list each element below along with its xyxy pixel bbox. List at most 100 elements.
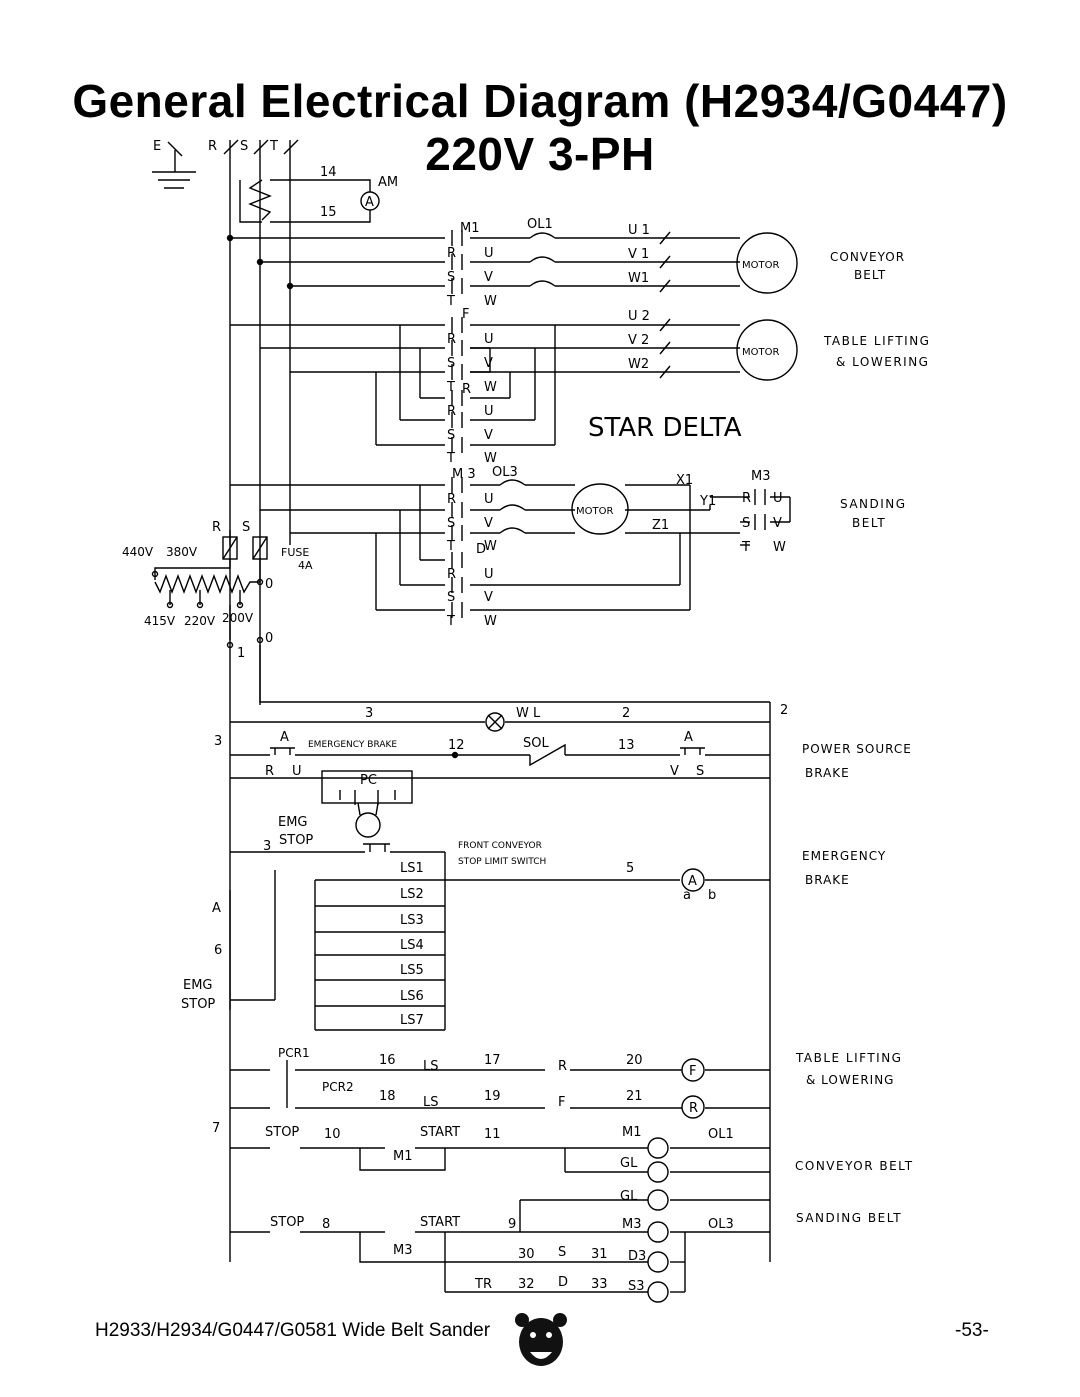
sanding-label-1: SANDING <box>840 497 907 511</box>
table-v1: V <box>484 356 493 371</box>
label-e: E <box>153 139 161 154</box>
conveyor-label-2: BELT <box>854 268 886 282</box>
sanding-s2: S <box>447 590 455 605</box>
coil-m3: M3 <box>622 1217 642 1232</box>
pc-r: R <box>265 764 274 779</box>
sanding-x1: X1 <box>676 473 693 488</box>
node-11: 11 <box>484 1127 501 1142</box>
sanding-d: D <box>476 542 486 557</box>
sanding-z1: Z1 <box>652 518 669 533</box>
conveyor-motor <box>736 232 798 294</box>
coil-a-small: a <box>683 888 691 903</box>
sanding-s: S <box>447 516 455 531</box>
tap-0-a: 0 <box>265 577 273 592</box>
node-21: 21 <box>626 1089 643 1104</box>
sanding-w2: W <box>484 614 497 629</box>
footer-page-number: -53- <box>955 1320 989 1341</box>
conveyor-v: V <box>484 270 493 285</box>
tap-0-b: 0 <box>265 631 273 646</box>
brake-label-1: BRAKE <box>805 766 850 780</box>
transformer <box>151 530 268 1262</box>
table-lowering-label: & LOWERING <box>806 1073 894 1087</box>
label-t: T <box>269 139 278 154</box>
conveyor-power-lines <box>226 230 740 294</box>
table-r2: R <box>447 404 456 419</box>
lamp-gl1: GL <box>620 1156 638 1171</box>
table-w2: W <box>484 451 497 466</box>
conveyor-stop-label: STOP <box>265 1125 299 1140</box>
node-2-top: 2 <box>622 706 630 721</box>
coil-f: F <box>689 1064 696 1079</box>
sanding-right-r: R <box>742 491 751 506</box>
ls-contact-a: LS <box>423 1059 439 1074</box>
tap-440v: 440V <box>122 545 154 559</box>
table-w1: W <box>484 380 497 395</box>
pcr1-label: PCR1 <box>278 1046 310 1060</box>
node-30: 30 <box>518 1247 535 1262</box>
table-r-mid: R <box>462 382 471 397</box>
coil-a: A <box>688 874 697 889</box>
sanding-t: T <box>446 539 455 554</box>
pc-label: PC <box>360 773 377 788</box>
label-s: S <box>240 139 248 154</box>
emergency-brake-label: EMERGENCY BRAKE <box>308 740 397 750</box>
current-transformer <box>239 179 380 223</box>
table-label-1: TABLE LIFTING <box>823 334 930 348</box>
sanding-r2: R <box>447 567 456 582</box>
sanding-right-w: W <box>773 540 786 555</box>
contact-a-left: A <box>280 730 289 745</box>
overload-ol3: OL3 <box>708 1217 734 1232</box>
coil-d3: D3 <box>628 1249 646 1264</box>
conveyor-m1: M1 <box>460 221 480 236</box>
conveyor-ol1: OL1 <box>527 217 553 232</box>
conveyor-label-1: CONVEYOR <box>830 250 905 264</box>
node-7: 7 <box>212 1121 220 1136</box>
pcr2-label: PCR2 <box>322 1080 354 1094</box>
emg-label: EMG <box>278 815 308 830</box>
conveyor-u: U <box>484 246 494 261</box>
pc-s: S <box>696 764 704 779</box>
holding-m3: M3 <box>393 1243 413 1258</box>
table-u1: U <box>484 332 494 347</box>
page-title: General Electrical Diagram (H2934/G0447) <box>72 75 1008 127</box>
lamp-gl2: GL <box>620 1189 638 1204</box>
sanding-right-v: V <box>773 516 782 531</box>
node-13: 13 <box>618 738 635 753</box>
sanding-ol3: OL3 <box>492 465 518 480</box>
holding-m1: M1 <box>393 1149 413 1164</box>
table-label-2: & LOWERING <box>836 355 929 369</box>
node-19: 19 <box>484 1089 501 1104</box>
delta-contact-d: D <box>558 1275 568 1290</box>
conveyor-r: R <box>447 246 456 261</box>
limit-switch-ls7: LS7 <box>400 1013 424 1028</box>
footer-model-text: H2933/H2934/G0447/G0581 Wide Belt Sander <box>95 1320 491 1341</box>
interlock-r: R <box>558 1059 567 1074</box>
node-5: 5 <box>626 861 634 876</box>
label-r: R <box>208 139 217 154</box>
label-am: AM <box>378 175 398 190</box>
table-t1: T <box>446 380 455 395</box>
table-v2-motor: V 2 <box>628 333 649 348</box>
conveyor-v1: V 1 <box>628 247 649 262</box>
sanding-power-lines <box>230 477 791 618</box>
node-20: 20 <box>626 1053 643 1068</box>
node-2-right: 2 <box>780 703 788 718</box>
node-1: 1 <box>237 646 245 661</box>
node-9: 9 <box>508 1217 516 1232</box>
sanding-u: U <box>484 492 494 507</box>
sanding-y1: Y1 <box>699 494 716 509</box>
sanding-t2: T <box>446 614 455 629</box>
table-s1: S <box>447 356 455 371</box>
fuse-rating: 4A <box>298 559 313 572</box>
sanding-stop-label: STOP <box>270 1215 304 1230</box>
label-14: 14 <box>320 165 337 180</box>
sanding-v: V <box>484 516 493 531</box>
conveyor-belt-label: CONVEYOR BELT <box>795 1159 914 1173</box>
table-power-lines <box>230 317 740 453</box>
star-contact-s: S <box>558 1245 566 1260</box>
tap-220v: 220V <box>184 614 216 628</box>
conveyor-w: W <box>484 294 497 309</box>
transformer-r: R <box>212 520 221 535</box>
node-18: 18 <box>379 1089 396 1104</box>
